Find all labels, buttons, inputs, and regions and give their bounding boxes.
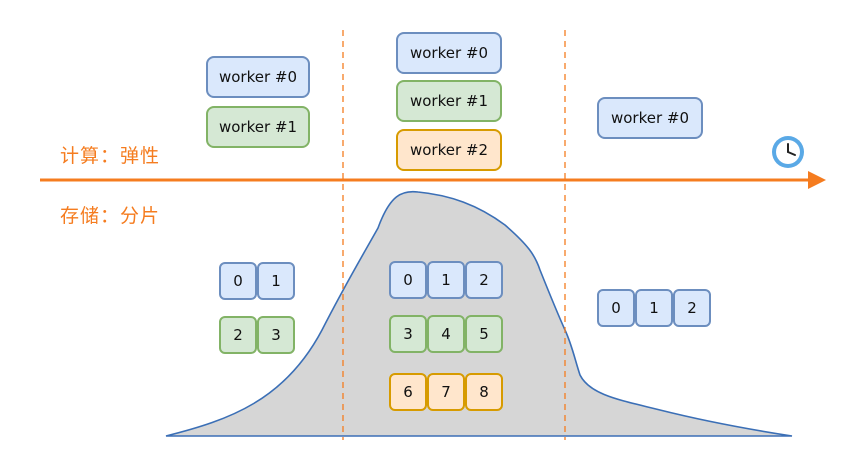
- shard-box: 1: [635, 289, 673, 327]
- load-area-curve: [165, 190, 793, 437]
- shard-box: 7: [427, 373, 465, 411]
- worker-box: worker #0: [396, 32, 502, 74]
- shard-box: 0: [219, 262, 257, 300]
- timeline-arrowhead: [808, 171, 826, 189]
- worker-box: worker #1: [396, 80, 502, 122]
- worker-box: worker #2: [396, 129, 502, 171]
- shard-box: 2: [465, 261, 503, 299]
- shard-box: 0: [597, 289, 635, 327]
- shard-box: 3: [389, 315, 427, 353]
- clock-icon: [772, 136, 804, 168]
- shard-box: 0: [389, 261, 427, 299]
- shard-box: 6: [389, 373, 427, 411]
- shard-box: 2: [673, 289, 711, 327]
- storage-sharded-label: 存储：分片: [60, 205, 161, 227]
- compute-elastic-label: 计算：弹性: [60, 145, 161, 167]
- worker-box: worker #0: [206, 56, 310, 98]
- worker-box: worker #0: [597, 97, 703, 139]
- worker-box: worker #1: [206, 106, 310, 148]
- shard-box: 8: [465, 373, 503, 411]
- shard-box: 3: [257, 316, 295, 354]
- shard-box: 4: [427, 315, 465, 353]
- shard-box: 5: [465, 315, 503, 353]
- shard-box: 1: [257, 262, 295, 300]
- shard-box: 1: [427, 261, 465, 299]
- shard-box: 2: [219, 316, 257, 354]
